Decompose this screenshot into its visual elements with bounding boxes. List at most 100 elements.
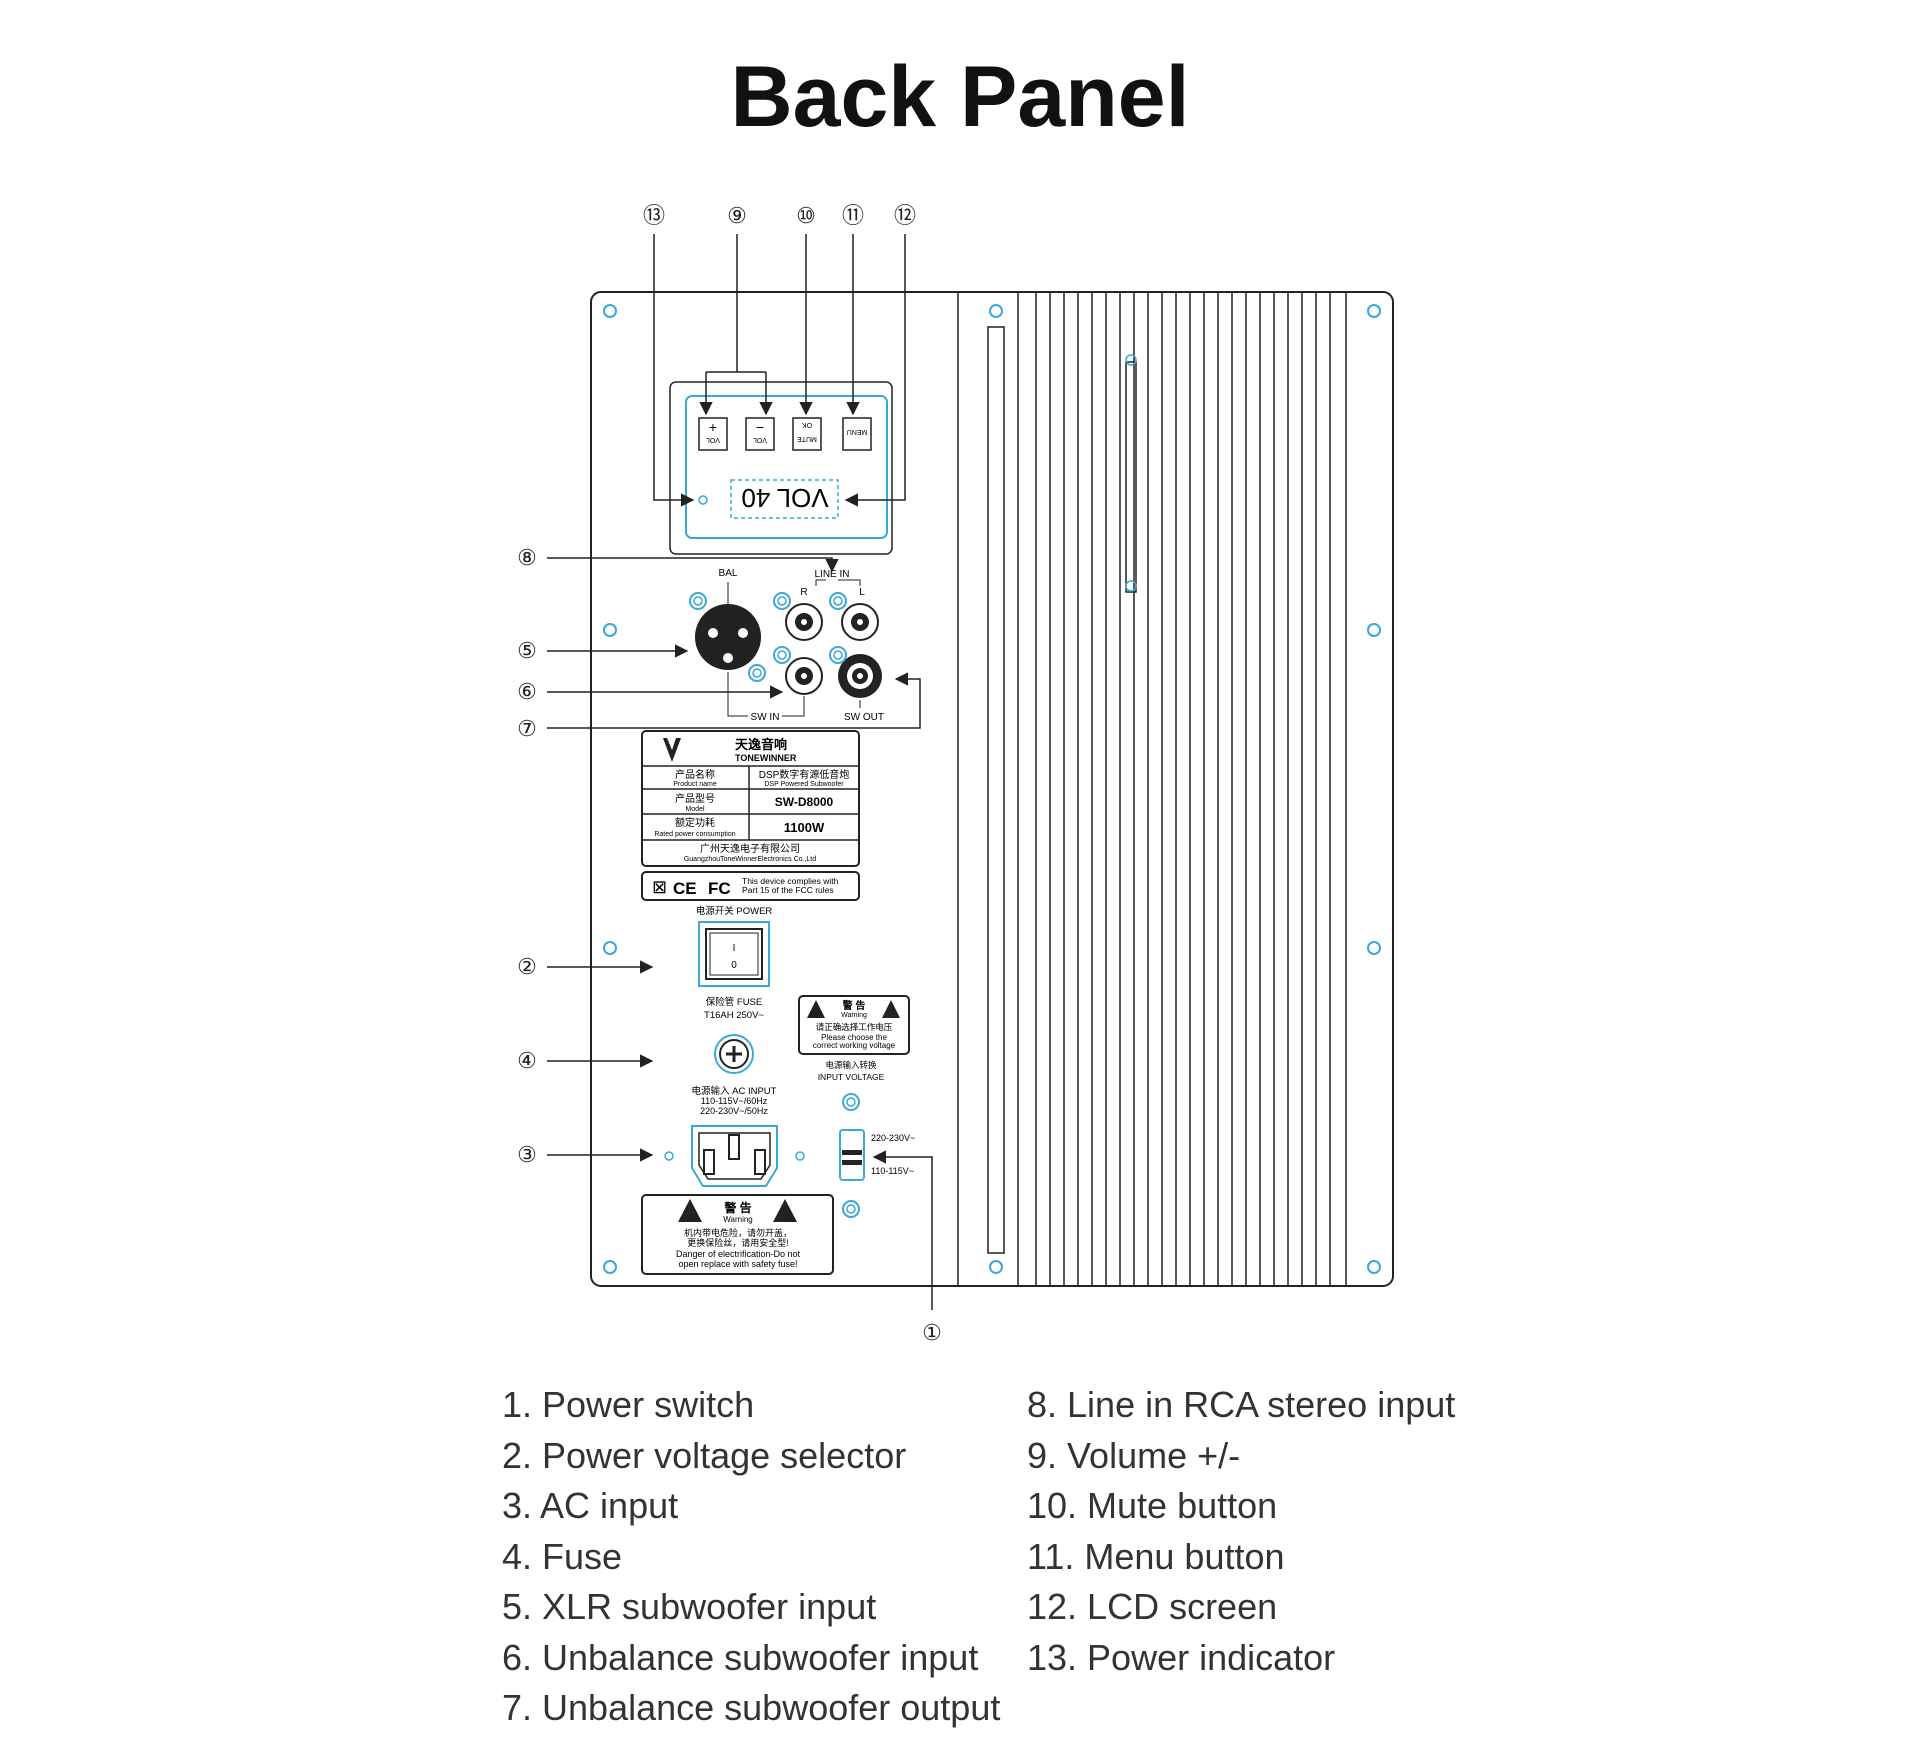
input-voltage-en: INPUT VOLTAGE (818, 1072, 885, 1082)
svg-text:广州天逸电子有限公司: 广州天逸电子有限公司 (700, 842, 800, 855)
voltage-warning-label: 警 告 Warning 请正确选择工作电压 Please choose the … (798, 995, 910, 1055)
callout-8: ⑧ (517, 545, 537, 570)
legend-item: 13. Power indicator (1027, 1636, 1336, 1678)
menu-button[interactable]: MENU (842, 417, 872, 451)
callout-9: ⑨ (727, 203, 747, 228)
fuse-rating: T16AH 250V~ (704, 1010, 764, 1021)
voltage-high-label: 220-230V~ (871, 1133, 915, 1143)
line-in-l-label: L (859, 587, 865, 598)
xlr-input-jack[interactable] (689, 592, 766, 682)
svg-text:VOL: VOL (753, 436, 767, 443)
weee-icon: ⊠ (652, 877, 667, 897)
nameplate: 天逸音响 TONEWINNER 产品名称 Product name DSP数字有… (641, 730, 860, 867)
vol-down-button[interactable]: − VOL (745, 417, 775, 451)
svg-text:Warning: Warning (841, 1012, 867, 1019)
fuse-label: 保险管 FUSE (706, 996, 762, 1008)
bal-label: BAL (719, 568, 738, 579)
power-indicator (698, 495, 708, 505)
legend-item: 5. XLR subwoofer input (502, 1586, 877, 1627)
electric-warning-label: 警 告 Warning 机内带电危险，请勿开盖， 更换保险丝，请用安全型! Da… (641, 1194, 834, 1275)
callout-10: ⑩ (796, 203, 816, 228)
svg-text:SW-D8000: SW-D8000 (775, 795, 834, 809)
fuse-holder[interactable] (714, 1034, 754, 1074)
svg-text:This device complies with: This device complies with (742, 876, 839, 886)
line-in-r-jack[interactable] (773, 592, 823, 641)
legend-right-column: 8. Line in RCA stereo input 9. Volume +/… (1027, 1380, 1455, 1683)
back-panel-diagram: + VOL − VOL OK MUTE MENU VOL 40 LINE IN … (517, 203, 1394, 1345)
legend-item: 8. Line in RCA stereo input (1027, 1384, 1456, 1425)
svg-text:Rated power consumption: Rated power consumption (654, 831, 735, 838)
svg-text:VOL: VOL (706, 436, 720, 443)
callout-6: ⑥ (517, 679, 537, 704)
svg-text:OK: OK (802, 421, 812, 428)
svg-text:请正确选择工作电压: 请正确选择工作电压 (816, 1022, 893, 1032)
legend-item: 7. Unbalance subwoofer output (502, 1687, 1001, 1728)
legend-item: 1. Power switch (502, 1384, 755, 1425)
callout-1: ① (922, 1320, 942, 1345)
svg-text:Product name: Product name (673, 781, 717, 788)
control-module (685, 395, 888, 539)
voltage-selector[interactable] (839, 1093, 865, 1218)
legend: 1. Power switch 2. Power voltage selecto… (502, 1380, 1602, 1728)
line-in-r-label: R (800, 587, 807, 598)
callout-2: ② (517, 954, 537, 979)
fcc-icon: FC (708, 879, 731, 898)
svg-text:机内带电危险，请勿开盖，: 机内带电危险，请勿开盖， (684, 1227, 792, 1238)
lcd-text: VOL 40 (741, 483, 828, 513)
ac-input-line2: 220-230V~/50Hz (700, 1106, 768, 1116)
mount-holes (603, 304, 1381, 1274)
heatsink (957, 292, 1347, 1286)
svg-text:0: 0 (731, 960, 737, 971)
vol-up-button[interactable]: + VOL (698, 417, 728, 451)
svg-text:MENU: MENU (847, 428, 868, 435)
ac-input-socket[interactable] (664, 1125, 805, 1187)
svg-text:额定功耗: 额定功耗 (675, 816, 715, 829)
power-switch[interactable]: I 0 (698, 921, 770, 987)
svg-text:MUTE: MUTE (797, 435, 817, 442)
svg-text:产品名称: 产品名称 (675, 768, 715, 781)
svg-text:Model: Model (685, 806, 705, 813)
callout-4: ④ (517, 1048, 537, 1073)
legend-item: 12. LCD screen (1027, 1586, 1278, 1627)
legend-item: 10. Mute button (1027, 1485, 1278, 1526)
svg-text:−: − (756, 419, 764, 435)
svg-text:1100W: 1100W (784, 820, 825, 835)
legend-item: 4. Fuse (502, 1535, 623, 1577)
svg-text:GuangzhouToneWinnerElectronics: GuangzhouToneWinnerElectronics Co.,Ltd (684, 856, 816, 863)
legend-left-column: 1. Power switch 2. Power voltage selecto… (502, 1380, 1000, 1734)
leader-lines (547, 234, 933, 1310)
sw-in-label: SW IN (751, 712, 780, 723)
input-voltage-cn: 电源输入转换 (825, 1060, 877, 1070)
legend-item: 11. Menu button (1027, 1535, 1285, 1577)
brand-cn: 天逸音响 (735, 737, 787, 752)
svg-text:Warning: Warning (723, 1215, 753, 1224)
legend-item: 6. Unbalance subwoofer input (502, 1636, 979, 1678)
sw-out-jack[interactable] (829, 646, 882, 698)
callout-12: ⑫ (894, 203, 916, 228)
ac-input-line1: 110-115V~/60Hz (701, 1096, 768, 1106)
compliance-strip: ⊠ CE FC This device complies with Part 1… (641, 871, 860, 901)
svg-text:警 告: 警 告 (723, 1200, 751, 1215)
svg-text:Part 15 of the FCC rules: Part 15 of the FCC rules (742, 885, 834, 895)
panel-outline (590, 291, 1394, 1287)
line-in-l-jack[interactable] (829, 592, 879, 641)
svg-text:Please choose the: Please choose the (821, 1033, 887, 1042)
callout-3: ③ (517, 1142, 537, 1167)
ac-input-label: 电源输入 AC INPUT (692, 1085, 777, 1097)
legend-item: 3. AC input (502, 1485, 679, 1526)
sw-in-jack[interactable] (773, 646, 823, 695)
line-in-label: LINE IN (814, 569, 849, 580)
ce-icon: CE (673, 879, 697, 898)
svg-text:警 告: 警 告 (842, 999, 866, 1012)
svg-text:open replace with safety fuse!: open replace with safety fuse! (678, 1259, 797, 1269)
legend-item: 9. Volume +/- (1027, 1434, 1241, 1476)
mute-ok-button[interactable]: OK MUTE (792, 417, 822, 451)
svg-text:correct working voltage: correct working voltage (813, 1041, 896, 1050)
sw-out-label: SW OUT (844, 712, 884, 723)
callout-11: ⑪ (842, 203, 864, 228)
svg-text:I: I (733, 943, 736, 954)
power-switch-label: 电源开关 POWER (696, 905, 773, 917)
svg-text:Danger of electrification-Do n: Danger of electrification-Do not (676, 1249, 801, 1259)
voltage-low-label: 110-115V~ (871, 1166, 914, 1176)
svg-text:产品型号: 产品型号 (675, 792, 715, 805)
